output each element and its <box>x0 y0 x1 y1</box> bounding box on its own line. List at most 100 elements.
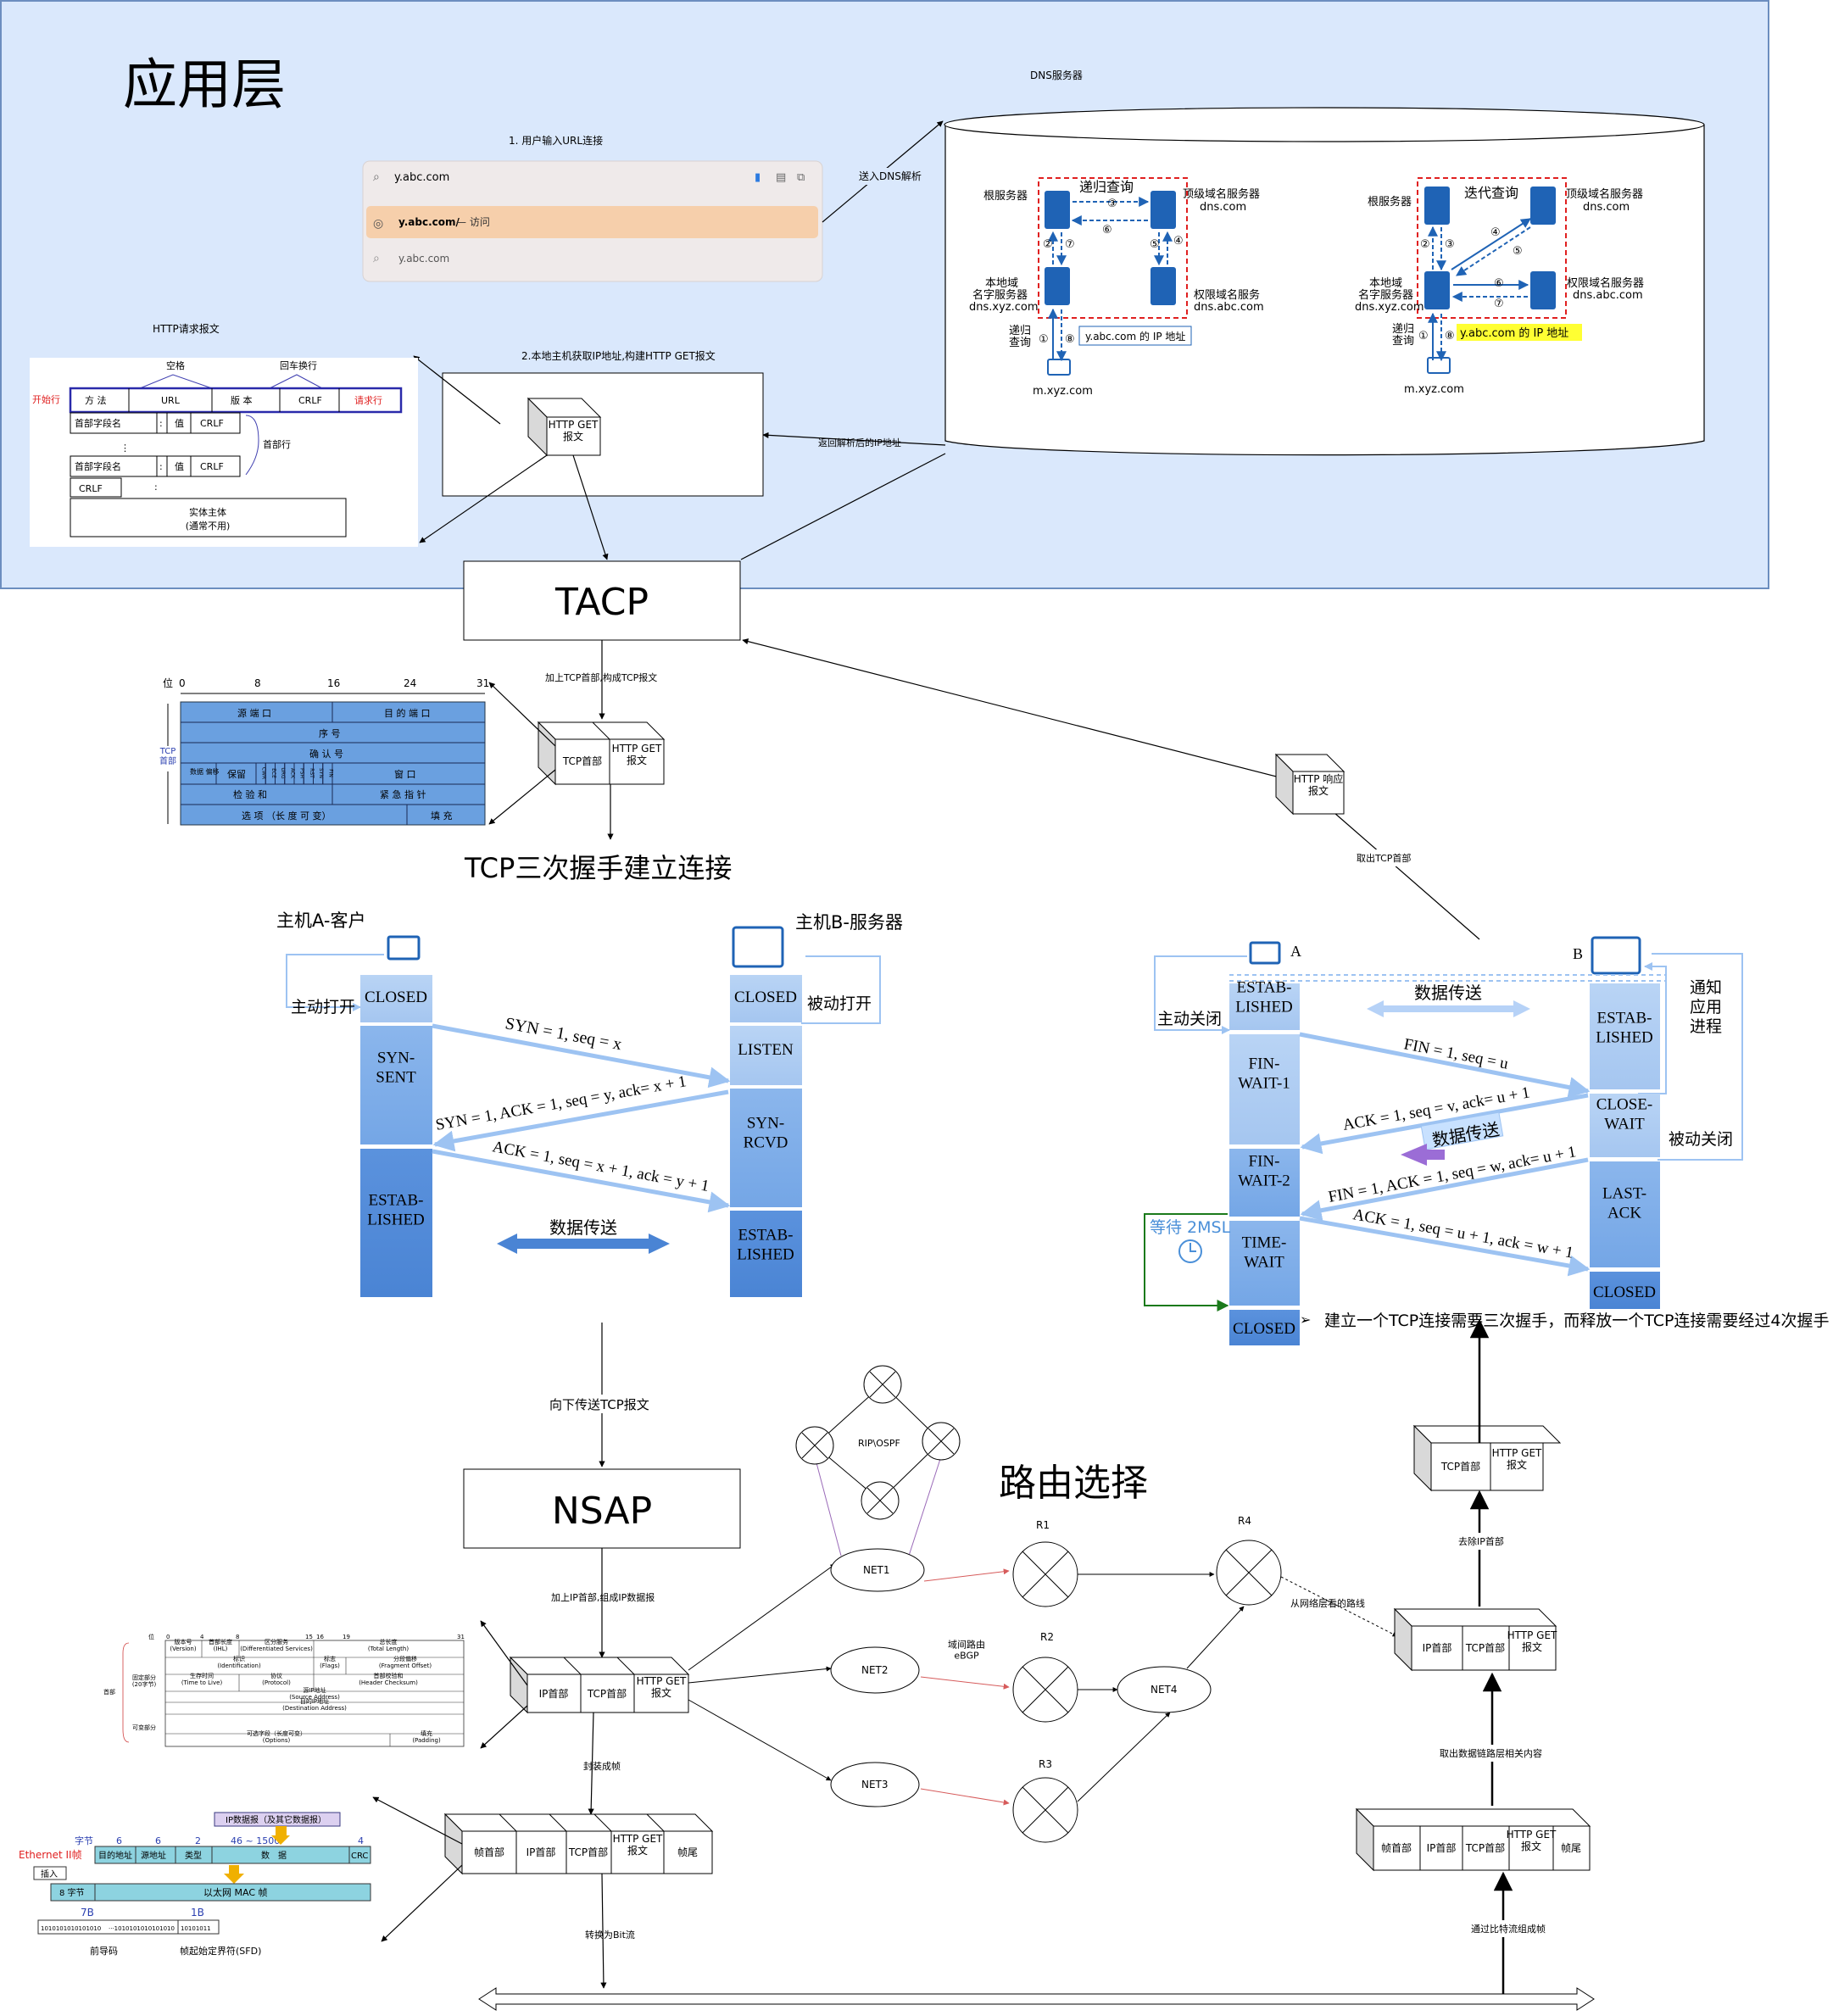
svg-text:序 号: 序 号 <box>319 727 341 739</box>
svg-text:TCP首部: TCP首部 <box>568 1846 608 1858</box>
svg-text:10101011: 10101011 <box>181 1925 211 1932</box>
svg-text:首部校验和(Header Checksum): 首部校验和(Header Checksum) <box>359 1672 418 1686</box>
svg-text:确 认 号: 确 认 号 <box>309 749 343 760</box>
svg-text:dns.com: dns.com <box>1583 201 1630 214</box>
server-icon <box>1150 191 1176 229</box>
svg-text:TIME-WAIT: TIME-WAIT <box>1242 1234 1287 1272</box>
clock-icon <box>1178 1239 1202 1263</box>
cloud-net3: NET3 <box>830 1762 920 1807</box>
svg-text:递归查询: 递归查询 <box>1079 179 1134 195</box>
svg-text:46 ~ 1500: 46 ~ 1500 <box>231 1835 280 1846</box>
svg-text:建立一个TCP连接需要三次握手，而释放一个TCP连接需要经过: 建立一个TCP连接需要三次握手，而释放一个TCP连接需要经过4次握手 <box>1324 1312 1830 1330</box>
svg-text:填充(Padding): 填充(Padding) <box>412 1729 441 1744</box>
svg-text:1010101010101010: 1010101010101010 <box>41 1925 101 1932</box>
svg-text:等待 2MSL: 等待 2MSL <box>1150 1218 1231 1237</box>
svg-text:目的地址: 目的地址 <box>98 1850 132 1861</box>
svg-text:y.abc.com 的 IP 地址: y.abc.com 的 IP 地址 <box>1460 326 1568 340</box>
suggestion-primary[interactable] <box>366 206 818 238</box>
svg-text:HTTP GET报文: HTTP GET报文 <box>612 743 662 766</box>
svg-text:8 字节: 8 字节 <box>59 1887 85 1898</box>
server-icon <box>1591 936 1641 975</box>
svg-text:7B: 7B <box>81 1907 94 1919</box>
svg-text:保留: 保留 <box>227 768 246 780</box>
tacp-label: TACP <box>554 581 649 624</box>
svg-text:主动关闭: 主动关闭 <box>1157 1010 1222 1028</box>
reader-icon[interactable]: ▤ <box>776 171 786 184</box>
svg-text:CRLF: CRLF <box>200 461 224 472</box>
suggestion-secondary[interactable]: y.abc.com <box>398 253 449 265</box>
svg-text:顶级域名服务器: 顶级域名服务器 <box>1183 187 1260 201</box>
bookmark-icon[interactable]: ▮ <box>755 171 760 184</box>
step-marker: ④ <box>1173 235 1184 248</box>
svg-text:目的IP地址(Destination Address): 目的IP地址(Destination Address) <box>282 1697 347 1712</box>
svg-text:值: 值 <box>175 418 184 429</box>
step-marker: ⑥ <box>1102 224 1112 237</box>
suggestion-primary-url: y.abc.com/ <box>398 216 460 228</box>
svg-text:HTTP GET报文: HTTP GET报文 <box>637 1675 687 1699</box>
svg-text:RIP\OSPF: RIP\OSPF <box>858 1438 900 1449</box>
svg-text:标识(Identification): 标识(Identification) <box>217 1655 261 1669</box>
suggestion-primary-suffix: — 访问 <box>456 216 490 228</box>
step-marker: ⑥ <box>1494 277 1504 290</box>
server-icon <box>1530 187 1556 225</box>
svg-text:IP数据报（及其它数据报）: IP数据报（及其它数据报） <box>226 1814 326 1825</box>
svg-text:紧 急 指 针: 紧 急 指 针 <box>380 788 426 800</box>
step-marker: ⑧ <box>1445 330 1455 342</box>
add-tcp-label: 加上TCP首部,构成TCP报文 <box>545 671 657 683</box>
svg-text:查询: 查询 <box>1009 337 1031 349</box>
browser-address-bar[interactable]: ⌕ y.abc.com ▮ ▤ ⧉ ◎ y.abc.com/ — 访问 ⌕ y.… <box>362 160 823 282</box>
step-marker: ② <box>1043 238 1053 251</box>
svg-text:帧尾: 帧尾 <box>1561 1842 1581 1854</box>
tcp-header-format: 位 0 8 16 24 31 源 端 口 目 的 端 口 序 号 确 认 号 数… <box>159 677 489 826</box>
svg-text:空格: 空格 <box>166 359 185 371</box>
svg-text:NET3: NET3 <box>861 1779 889 1790</box>
svg-text:HTTP GET报文: HTTP GET报文 <box>1492 1447 1542 1471</box>
add-ip-label: 加上IP首部,组成IP数据报 <box>551 1591 655 1603</box>
svg-text:0: 0 <box>179 677 186 689</box>
svg-text:0: 0 <box>166 1634 170 1640</box>
svg-text:CRLF: CRLF <box>298 395 322 406</box>
server-icon <box>1424 271 1450 309</box>
svg-text:16: 16 <box>316 1634 324 1640</box>
svg-text:字节: 字节 <box>75 1835 93 1846</box>
step-marker: ⑧ <box>1065 333 1075 346</box>
svg-text:ESTAB-LISHED: ESTAB-LISHED <box>1235 979 1293 1016</box>
arrow-dns-to-tacp <box>740 453 946 560</box>
svg-text:可变部分: 可变部分 <box>132 1724 156 1731</box>
application-layer-title: 应用层 <box>123 54 286 117</box>
step1-label: 1. 用户输入URL连接 <box>509 134 603 147</box>
svg-text:插入: 插入 <box>41 1868 58 1880</box>
svg-text:请求行: 请求行 <box>354 395 382 406</box>
svg-text:根服务器: 根服务器 <box>983 189 1028 203</box>
svg-text:首部长度(IHL): 首部长度(IHL) <box>209 1638 232 1652</box>
svg-text:位: 位 <box>163 677 173 689</box>
step-marker: ⑤ <box>1513 245 1523 258</box>
url-input[interactable]: y.abc.com <box>394 171 449 184</box>
svg-text:y.abc.com 的 IP 地址: y.abc.com 的 IP 地址 <box>1085 330 1185 342</box>
svg-text:类型: 类型 <box>185 1850 202 1861</box>
svg-text:查询: 查询 <box>1392 335 1414 348</box>
tabs-icon[interactable]: ⧉ <box>797 171 805 184</box>
svg-text:版本号(Version): 版本号(Version) <box>170 1638 196 1652</box>
svg-text:可选字段（长度可变）(Options): 可选字段（长度可变）(Options) <box>247 1729 306 1744</box>
svg-text:NET4: NET4 <box>1150 1684 1178 1696</box>
server-icon <box>732 926 784 968</box>
svg-text:dns.com: dns.com <box>1200 201 1246 214</box>
svg-text:LAST-ACK: LAST-ACK <box>1602 1185 1646 1222</box>
dns-server-cylinder <box>944 107 1705 456</box>
svg-text::: : <box>154 482 158 493</box>
down-tcp-label: 向下传送TCP报文 <box>549 1397 649 1412</box>
svg-text:顶级域名服务器: 顶级域名服务器 <box>1566 187 1643 201</box>
ethernet-frame-format: IP数据报（及其它数据报） Ethernet II帧 字节 6 6 2 46 ~… <box>19 1812 371 1957</box>
svg-text:R2: R2 <box>1040 1631 1054 1643</box>
svg-text::: : <box>159 461 163 472</box>
svg-text:递归: 递归 <box>1009 325 1031 337</box>
svg-text:⋮: ⋮ <box>120 443 130 454</box>
